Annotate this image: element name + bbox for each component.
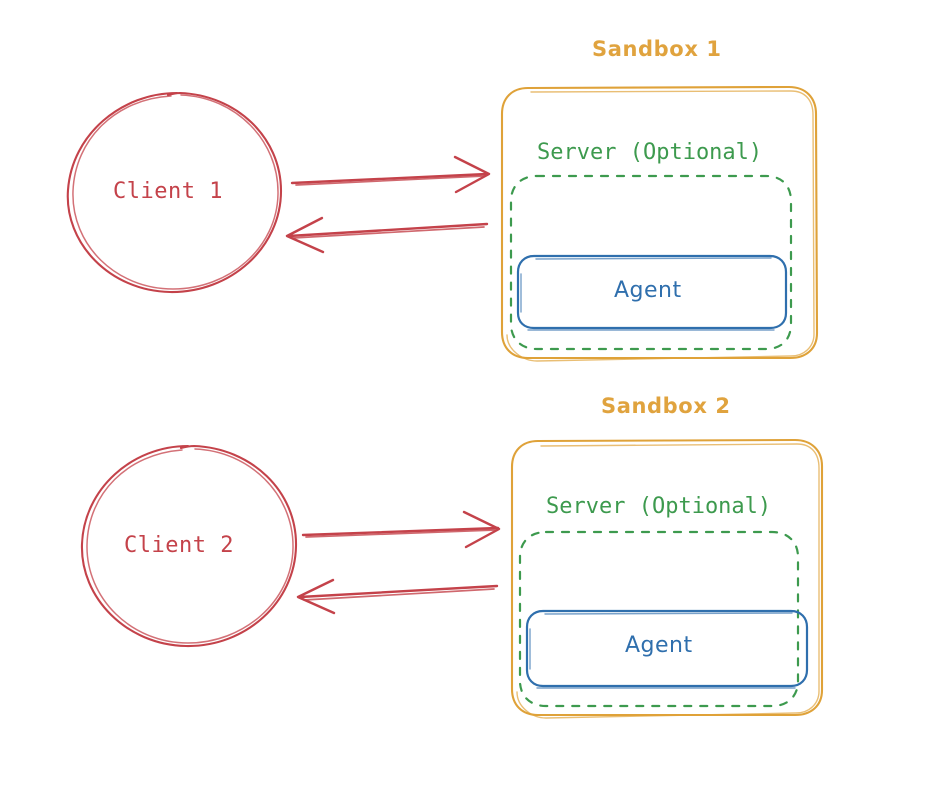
client-1-circle[interactable]: [66, 91, 283, 294]
agent-2-box[interactable]: [525, 609, 809, 689]
server-2-label: Server (Optional): [546, 494, 772, 519]
arrow-client2-to-sandbox2: [301, 510, 501, 549]
client-2-label: Client 2: [124, 533, 234, 558]
arrow-client1-to-sandbox1: [290, 155, 491, 194]
sandbox-1-title: Sandbox 1: [592, 37, 722, 61]
server-2-box[interactable]: [518, 530, 800, 708]
sandbox-2-box[interactable]: [510, 438, 824, 719]
client-2-circle[interactable]: [80, 444, 298, 648]
arrow-sandbox1-to-client1: [285, 216, 489, 254]
client-1-label: Client 1: [113, 179, 223, 204]
sandbox-2-title: Sandbox 2: [601, 394, 731, 418]
server-1-label: Server (Optional): [537, 140, 763, 165]
sandbox-1-box[interactable]: [500, 85, 819, 362]
agent-1-box[interactable]: [516, 254, 788, 331]
arrow-sandbox2-to-client2: [296, 578, 499, 615]
agent-2-label: Agent: [625, 633, 693, 658]
agent-1-label: Agent: [614, 278, 682, 303]
server-1-box[interactable]: [509, 174, 793, 351]
